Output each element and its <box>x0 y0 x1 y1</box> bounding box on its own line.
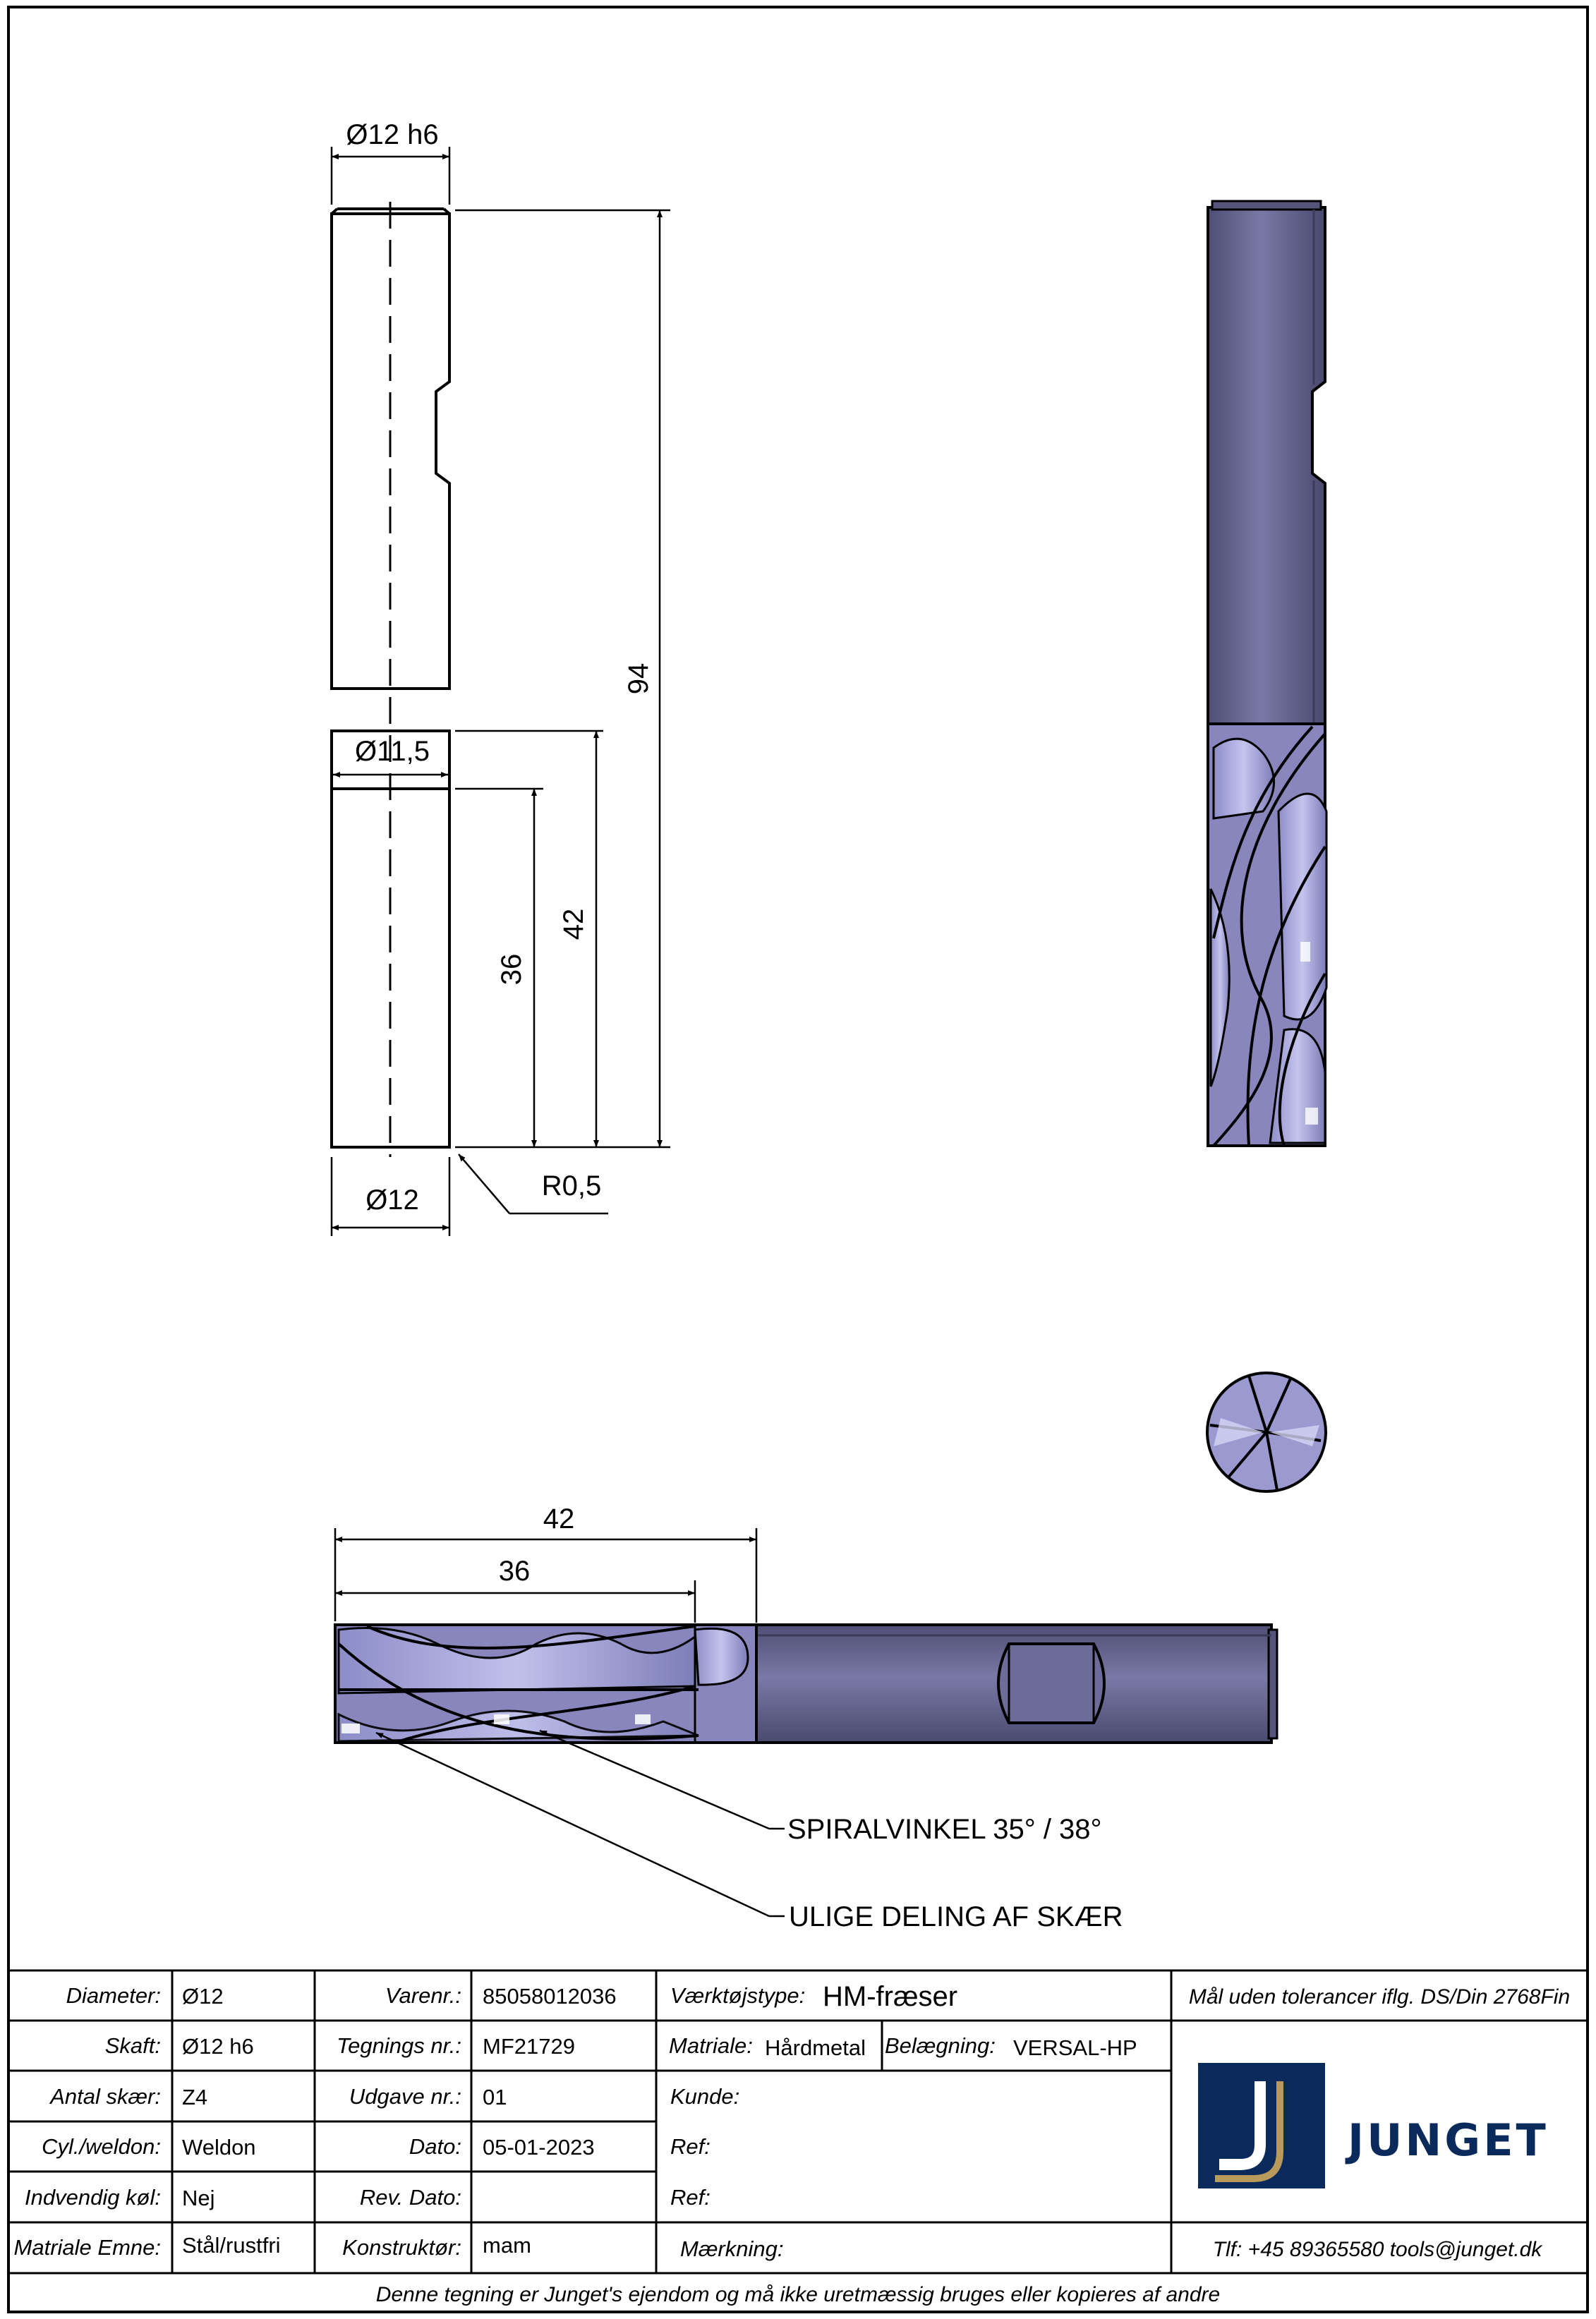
value-diameter: Ø12 <box>182 1984 224 2009</box>
tool-end-view <box>1206 1372 1327 1493</box>
label-ref-1: Ref: <box>670 2134 711 2159</box>
title-block-col1: Diameter: Ø12 Skaft: Ø12 h6 Antal skær: … <box>14 1983 281 2260</box>
dim-corner-radius: R0,5 <box>542 1170 602 1201</box>
value-coolant: Nej <box>182 2186 215 2210</box>
label-drawing-no: Tegnings nr.: <box>337 2033 461 2058</box>
value-item-no: 85058012036 <box>483 1984 617 2009</box>
dim-shank-diameter: Ø12 h6 <box>346 119 438 150</box>
label-edition: Udgave nr.: <box>349 2084 461 2109</box>
value-drawing-no: MF21729 <box>483 2034 575 2059</box>
dim-side-flute-length: 36 <box>499 1556 531 1587</box>
label-designer: Konstruktør: <box>342 2235 461 2260</box>
label-shank: Skaft: <box>105 2033 161 2058</box>
title-block-col2: Varenr.: 85058012036 Tegnings nr.: MF217… <box>337 1983 617 2260</box>
label-material: Matriale: <box>669 2033 753 2058</box>
annotation-leaders <box>375 1729 785 1918</box>
dim-overall-length: 94 <box>623 663 654 695</box>
value-tool-type: HM-fræser <box>823 1981 957 2012</box>
label-customer: Kunde: <box>670 2084 739 2109</box>
tool-render-vertical <box>1207 200 1328 1147</box>
label-ref-2: Ref: <box>670 2185 711 2210</box>
label-coolant: Indvendig køl: <box>25 2185 161 2210</box>
label-marking: Mærkning: <box>680 2236 783 2261</box>
value-weldon: Weldon <box>182 2135 256 2160</box>
tool-render-horizontal <box>334 1623 1278 1744</box>
label-rev-date: Rev. Dato: <box>360 2185 461 2210</box>
label-diameter: Diameter: <box>66 1983 161 2008</box>
dim-cutting-diameter: Ø12 <box>365 1185 419 1216</box>
company-name: JUNGET <box>1345 2114 1549 2166</box>
label-weldon: Cyl./weldon: <box>42 2134 161 2159</box>
front-view <box>330 202 451 1157</box>
label-coating: Belægning: <box>885 2033 996 2058</box>
dim-side-reach-length: 42 <box>543 1503 575 1534</box>
annotation-unequal-spacing: ULIGE DELING AF SKÆR <box>789 1901 1123 1932</box>
label-workpiece: Matriale Emne: <box>14 2235 161 2260</box>
annotation-helix-angle: SPIRALVINKEL 35° / 38° <box>787 1814 1102 1845</box>
dim-neck-diameter: Ø11,5 <box>355 736 430 767</box>
junget-logo: JUNGET <box>1198 2063 1549 2188</box>
label-flutes: Antal skær: <box>49 2084 161 2109</box>
contact-info: Tlf: +45 89365580 tools@junget.dk <box>1213 2238 1544 2261</box>
value-edition: 01 <box>483 2085 507 2109</box>
tolerance-note: Mål uden tolerancer iflg. DS/Din 2768Fin <box>1189 1985 1570 2009</box>
value-workpiece: Stål/rustfri <box>182 2233 281 2258</box>
value-material: Hårdmetal <box>765 2035 866 2060</box>
front-view-dimensions <box>330 147 670 1236</box>
value-date: 05-01-2023 <box>483 2135 595 2160</box>
side-view-dimensions <box>334 1528 758 1623</box>
value-flutes: Z4 <box>182 2085 207 2109</box>
value-coating: VERSAL-HP <box>1013 2035 1137 2060</box>
label-date: Dato: <box>409 2134 461 2159</box>
dim-flute-length: 36 <box>496 954 527 986</box>
dim-reach-length: 42 <box>558 909 589 940</box>
value-shank: Ø12 h6 <box>182 2034 254 2059</box>
sheet-border <box>7 6 1589 2313</box>
label-tool-type: Værktøjstype: <box>670 1983 805 2008</box>
footer-disclaimer: Denne tegning er Junget's ejendom og må … <box>376 2283 1220 2306</box>
value-designer: mam <box>483 2233 531 2258</box>
title-block-col3: Værktøjstype: HM-fræser Matriale: Hårdme… <box>669 1981 1137 2261</box>
label-item-no: Varenr.: <box>385 1983 461 2008</box>
title-block-grid <box>7 1969 1589 2313</box>
